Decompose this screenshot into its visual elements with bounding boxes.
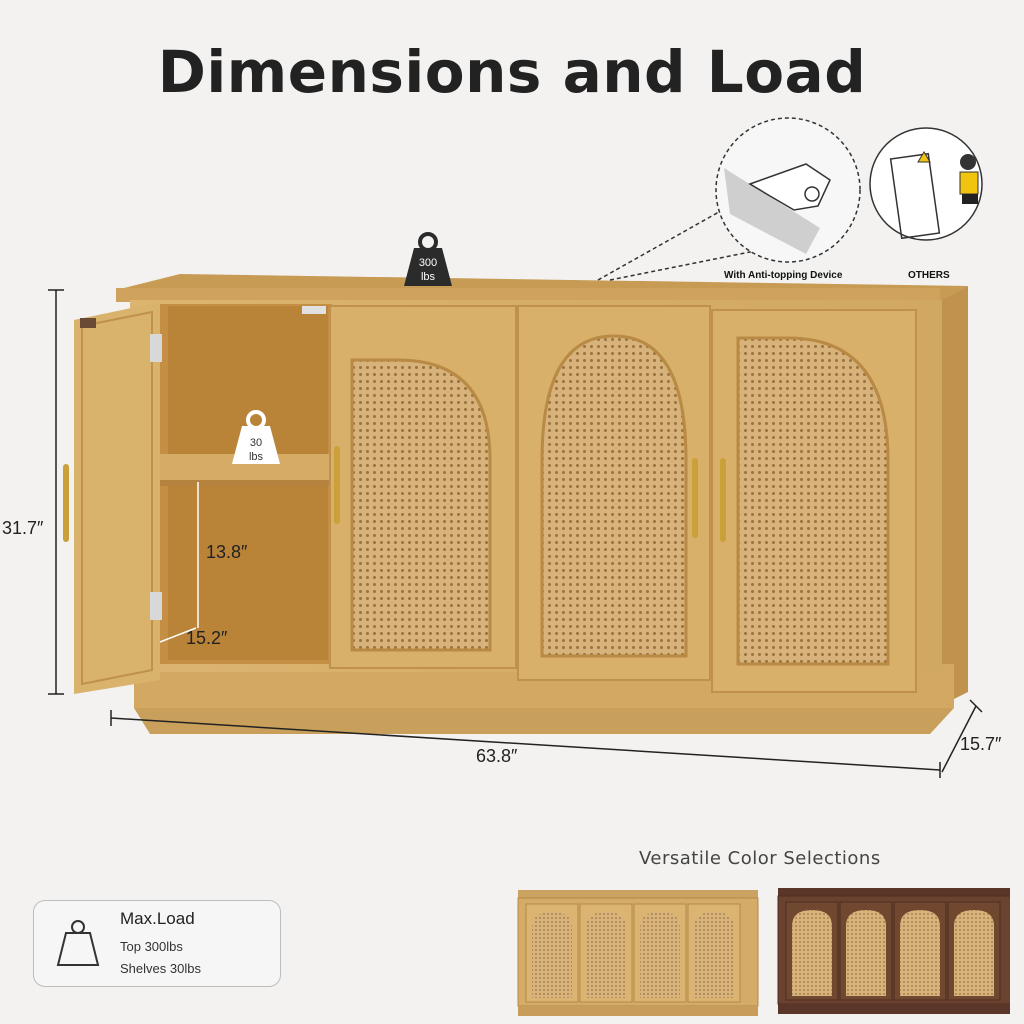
anti-tip-caption: With Anti-topping Device bbox=[724, 270, 843, 281]
rattan-panel-4 bbox=[736, 336, 890, 666]
max-load-card: Max.Load Top 300lbs Shelves 30lbs bbox=[33, 900, 281, 987]
top-weight-value: 300 bbox=[419, 257, 437, 269]
hinge-bottom bbox=[150, 592, 162, 620]
shelf-weight-icon bbox=[232, 410, 280, 464]
depth-line bbox=[941, 705, 977, 773]
width-dimension: 63.8″ bbox=[476, 746, 518, 766]
shelf-weight-unit: lbs bbox=[249, 451, 264, 463]
others-inset bbox=[869, 127, 983, 241]
door-handle bbox=[63, 464, 69, 542]
handle-2 bbox=[334, 446, 340, 524]
open-door bbox=[74, 302, 160, 694]
child-head bbox=[960, 154, 976, 170]
max-load-shelves: Shelves 30lbs bbox=[120, 961, 201, 976]
cabinet-side bbox=[940, 286, 968, 706]
top-weight-icon bbox=[404, 232, 452, 286]
rattan-panel-3 bbox=[540, 334, 688, 658]
shelf-height-dimension: 13.8″ bbox=[206, 542, 248, 562]
weight-icon bbox=[56, 920, 100, 966]
cabinet bbox=[63, 274, 968, 734]
color-variants bbox=[517, 888, 1010, 1016]
handle-3 bbox=[692, 458, 698, 538]
color-selections-title: Versatile Color Selections bbox=[639, 848, 881, 869]
others-caption: OTHERS bbox=[908, 270, 950, 281]
variant-natural[interactable] bbox=[517, 890, 759, 1016]
max-load-title: Max.Load bbox=[120, 909, 195, 928]
width-line bbox=[110, 717, 941, 771]
door-magnet bbox=[80, 318, 96, 328]
variant-walnut[interactable] bbox=[777, 888, 1010, 1014]
depth-dimension: 15.7″ bbox=[960, 734, 1002, 754]
hinge-top bbox=[150, 334, 162, 362]
handle-4 bbox=[720, 458, 726, 542]
shelf-weight-value: 30 bbox=[250, 437, 262, 449]
rattan-panel-2 bbox=[350, 358, 492, 652]
anti-tip-inset bbox=[715, 117, 861, 263]
shelf bbox=[160, 454, 332, 486]
shelf-dimension-lines bbox=[159, 482, 199, 643]
height-dimension: 31.7″ bbox=[2, 518, 44, 538]
top-weight-unit: lbs bbox=[421, 271, 436, 283]
cabinet-top-edge bbox=[116, 288, 940, 302]
max-load-top: Top 300lbs bbox=[120, 939, 183, 954]
page-title: Dimensions and Load bbox=[157, 38, 867, 106]
cabinet-plinth bbox=[134, 708, 954, 734]
shelf-depth-dimension: 15.2″ bbox=[186, 628, 228, 648]
dimension-lines bbox=[48, 289, 983, 778]
hinge-plate bbox=[302, 306, 326, 314]
